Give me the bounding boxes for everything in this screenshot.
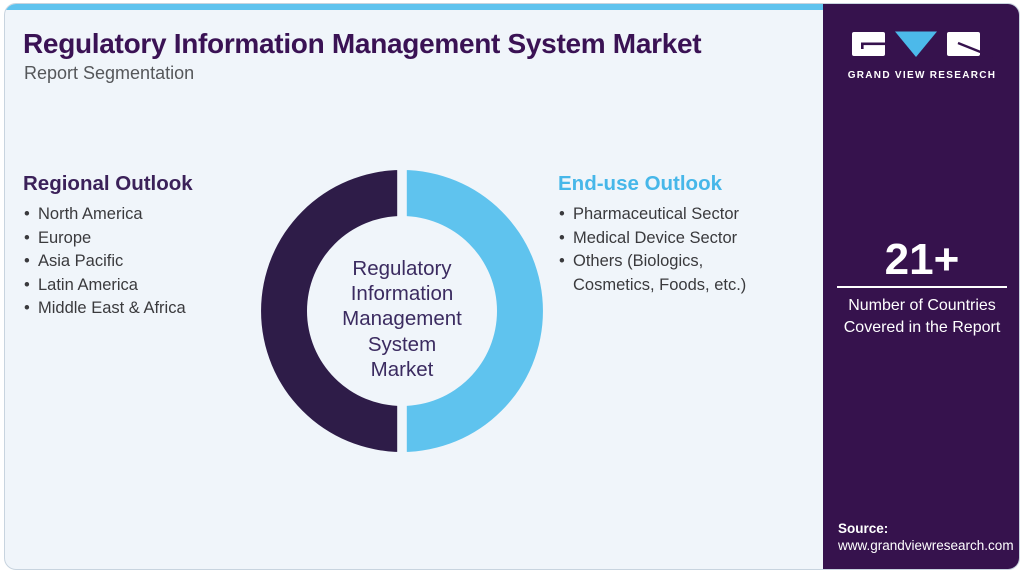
top-accent-strip: [5, 4, 823, 10]
donut-center-label: Regulatory Information Management System…: [302, 256, 502, 382]
source-label: Source:: [838, 521, 889, 536]
donut-label-line: Information: [350, 282, 454, 306]
enduse-outlook-section: End-use Outlook Pharmaceutical Sector Me…: [558, 172, 773, 297]
stat-value: 21+: [884, 235, 960, 284]
regional-outlook-section: Regional Outlook North America Europe As…: [23, 172, 253, 321]
donut-label-line: Management: [342, 307, 462, 331]
list-item: Pharmaceutical Sector: [558, 203, 773, 227]
source-url: www.grandviewresearch.com: [838, 538, 1014, 553]
donut-right-segment: [402, 170, 543, 452]
donut-bottom-gap: [397, 404, 407, 456]
page-subtitle: Report Segmentation: [24, 63, 195, 83]
grand-view-research-logo-icon: [852, 31, 994, 59]
regional-outlook-heading: Regional Outlook: [23, 172, 193, 195]
logo-v-triangle: [895, 31, 937, 57]
list-item: Others (Biologics, Cosmetics, Foods, etc…: [558, 250, 773, 297]
report-card: Regulatory Information Management System…: [4, 3, 1020, 570]
source-block: Source: www.grandviewresearch.com: [838, 520, 1014, 554]
enduse-outlook-heading: End-use Outlook: [558, 172, 722, 195]
donut-left-segment: [261, 170, 402, 452]
brand-logo-block: GRAND VIEW RESEARCH: [823, 30, 1019, 81]
logo-r-tail: [957, 41, 994, 59]
enduse-outlook-list: Pharmaceutical Sector Medical Device Sec…: [558, 203, 773, 297]
regional-outlook-list: North America Europe Asia Pacific Latin …: [23, 203, 253, 321]
segmentation-donut-chart: [257, 166, 547, 456]
brand-sidebar: GRAND VIEW RESEARCH 21+ Number of Countr…: [823, 4, 1019, 569]
list-item: Latin America: [23, 274, 253, 298]
stat-divider: [837, 286, 1007, 288]
donut-rings: [261, 166, 543, 456]
donut-label-line: Regulatory: [352, 257, 452, 280]
list-item: Middle East & Africa: [23, 297, 253, 321]
countries-stat: 21+ Number of Countries Covered in the R…: [823, 235, 1019, 338]
list-item: Europe: [23, 227, 253, 251]
donut-label-line: Market: [370, 357, 434, 381]
stat-caption: Number of Countries Covered in the Repor…: [843, 297, 1001, 336]
donut-label-line: System: [367, 332, 437, 356]
donut-top-gap: [397, 166, 407, 218]
brand-name: GRAND VIEW RESEARCH: [847, 70, 997, 81]
page-title: Regulatory Information Management System…: [23, 28, 702, 59]
logo-g-slot: [861, 42, 885, 46]
list-item: Medical Device Sector: [558, 227, 773, 251]
list-item: North America: [23, 203, 253, 227]
logo-g-tick: [861, 42, 864, 49]
list-item: Asia Pacific: [23, 250, 253, 274]
